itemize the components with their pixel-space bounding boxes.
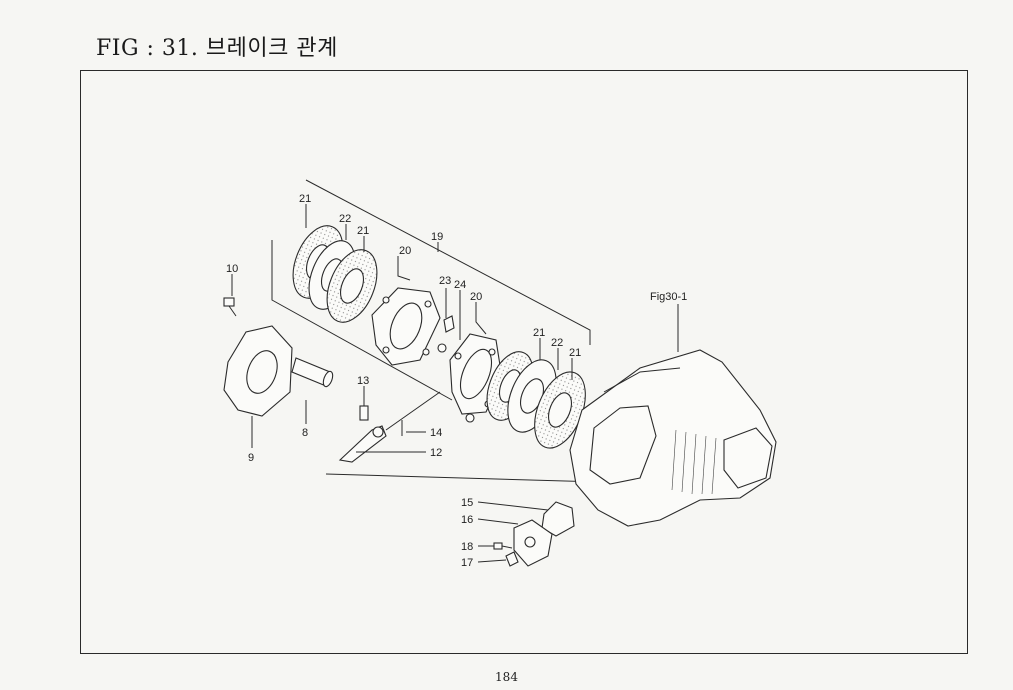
callout-19: 19	[431, 231, 443, 243]
callout-15: 15	[461, 497, 473, 509]
assembly-bracket-bottom	[325, 470, 601, 483]
page-title: FIG : 31. 브레이크 관계	[96, 36, 338, 61]
callout-21: 21	[299, 193, 311, 205]
ball-24	[437, 343, 447, 353]
callout-14: 14	[430, 427, 442, 439]
pin-23	[443, 315, 455, 333]
callout-13: 13	[357, 375, 369, 387]
assembly-bracket-top	[305, 179, 591, 345]
callout-22: 22	[551, 337, 563, 349]
pin-13	[359, 405, 369, 421]
callout-21: 21	[357, 225, 369, 237]
callout-10: 10	[226, 263, 238, 275]
callout-24: 24	[454, 279, 466, 291]
callout-9: 9	[248, 452, 254, 464]
callout-23: 23	[439, 275, 451, 287]
callout-21: 21	[533, 327, 545, 339]
callout-17: 17	[461, 557, 473, 569]
pressure-plate-20a	[371, 287, 441, 366]
callout-18: 18	[461, 541, 473, 553]
page-number: 184	[495, 670, 518, 684]
callout-21: 21	[569, 347, 581, 359]
assembly-bracket-left	[271, 240, 453, 401]
leader-lines	[231, 204, 679, 563]
callout-20: 20	[399, 245, 411, 257]
brake-cover-9	[223, 325, 293, 417]
callout-20: 20	[470, 291, 482, 303]
bolt-10	[223, 297, 237, 317]
bolt-18	[493, 542, 513, 550]
diagram-frame	[80, 70, 968, 654]
gasket-16	[513, 519, 553, 567]
friction-disc-21d	[534, 371, 586, 449]
shaft-8	[291, 357, 334, 388]
washer-17	[505, 551, 519, 567]
callout-16: 16	[461, 514, 473, 526]
brake-lever-12	[338, 391, 441, 463]
callout-8: 8	[302, 427, 308, 439]
transmission-case	[569, 349, 777, 527]
callout-22: 22	[339, 213, 351, 225]
callout-fig-reference: Fig30-1	[650, 291, 687, 303]
callout-12: 12	[430, 447, 442, 459]
friction-disc-21b	[326, 249, 378, 323]
